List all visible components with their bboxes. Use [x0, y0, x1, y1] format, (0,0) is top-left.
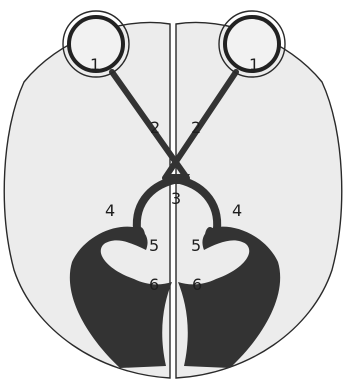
label-eye-left: 1	[90, 55, 100, 74]
label-nerve-right: 2	[191, 118, 201, 137]
label-chiasm: 3	[171, 189, 181, 208]
label-lgn-right: 5	[191, 236, 201, 255]
label-lgn-left: 5	[149, 236, 159, 255]
label-tract-right: 4	[232, 201, 242, 220]
label-tract-left: 4	[105, 201, 115, 220]
label-nerve-left: 2	[150, 118, 160, 137]
label-radiation-left: 6	[149, 275, 159, 294]
label-radiation-right: 6	[192, 275, 202, 294]
label-eye-right: 1	[249, 55, 259, 74]
